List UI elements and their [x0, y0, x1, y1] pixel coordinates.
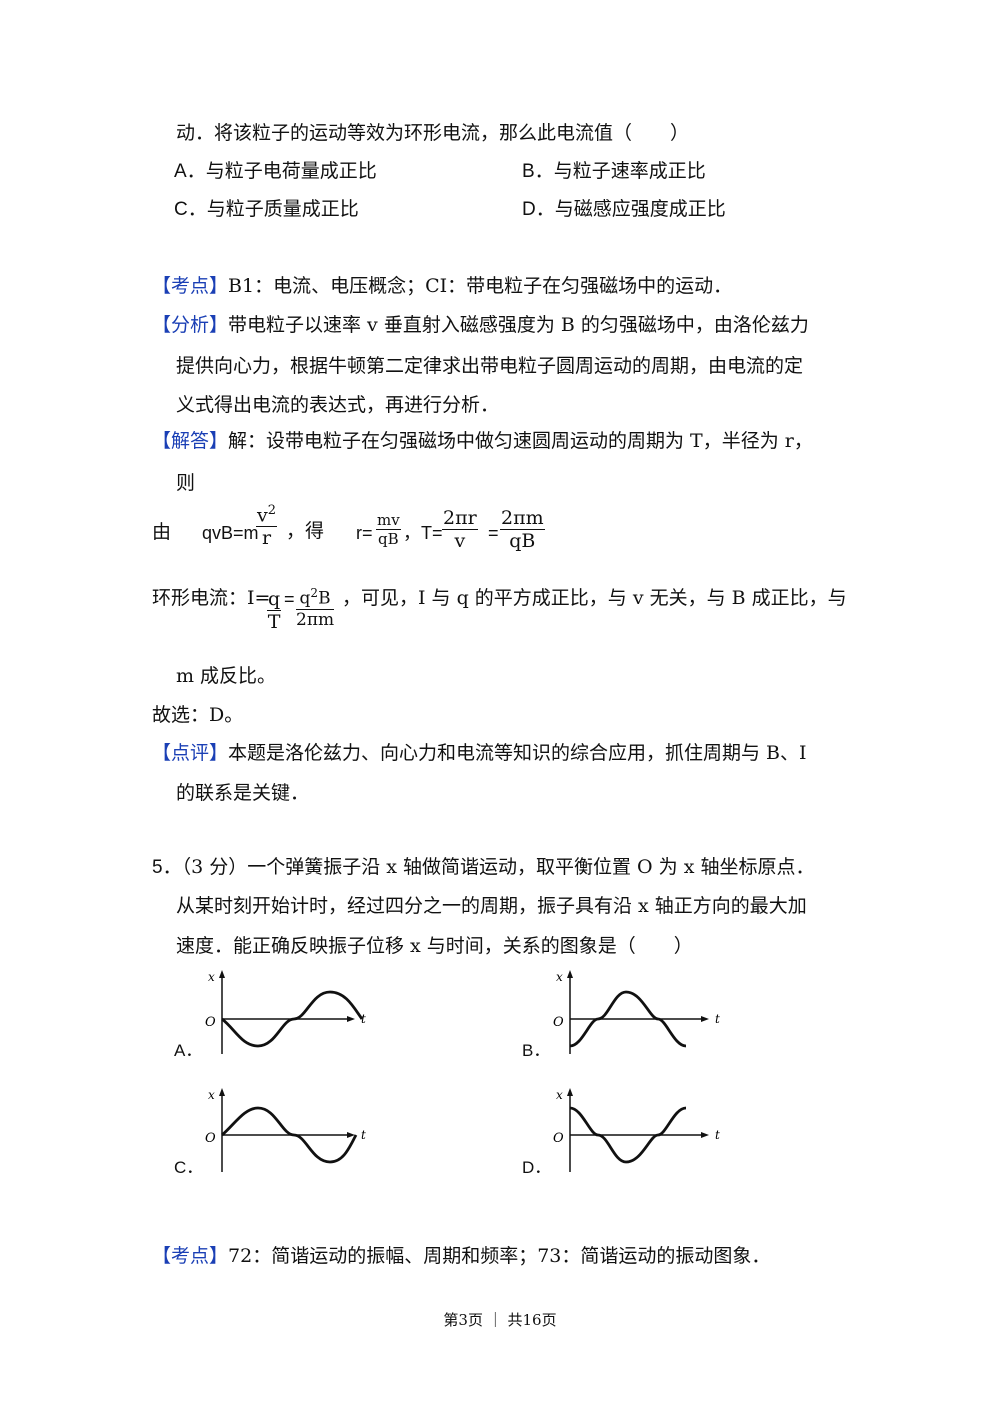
- axis-origin-label: O: [205, 1131, 216, 1146]
- axis-origin-label: O: [553, 1131, 564, 1146]
- jieda-tag: 【解答】: [152, 430, 229, 452]
- kaodian-tag: 【考点】: [152, 275, 229, 297]
- jieda-line-1: 【解答】解：设带电粒子在匀强磁场中做匀速圆周运动的周期为 T，半径为 r，: [152, 432, 813, 451]
- graph-c-label: C．: [174, 1158, 204, 1177]
- eq2-equals: =: [284, 589, 295, 609]
- q5-number: 5．: [152, 857, 182, 878]
- eq2-suffix: ，可见，I 与 q 的平方成正比，与 v 无关，与 B 成正比，与: [342, 587, 847, 609]
- axis-origin-label: O: [205, 1015, 216, 1030]
- graph-a-label: A．: [174, 1041, 203, 1060]
- graph-b-label: B．: [522, 1041, 551, 1060]
- fraction-v2-r: v2 r: [256, 503, 278, 550]
- option-letter: C．: [174, 199, 207, 220]
- graph-d-label: D．: [522, 1158, 552, 1177]
- axis-x-label: x: [556, 1088, 563, 1102]
- fraction-2pir-v: 2πr v: [442, 507, 478, 552]
- fraction-q2b-2pim: q2B 2πm: [296, 586, 335, 630]
- jieda-line-2: 则: [176, 472, 196, 494]
- fraction-2pim-qb: 2πm qB: [500, 507, 545, 552]
- page-footer: 第3页 ｜ 共16页: [443, 1311, 557, 1329]
- dianping-line-2: 的联系是关键．: [176, 782, 310, 804]
- answer-line: 故选：D。: [152, 704, 244, 726]
- axis-t-label: t: [715, 1128, 720, 1142]
- fenxi-tag: 【分析】: [152, 314, 229, 336]
- eq-r: r=: [356, 523, 373, 543]
- graph-b: x O t: [548, 968, 738, 1062]
- fenxi-line-1: 【分析】带电粒子以速率 v 垂直射入磁感强度为 B 的匀强磁场中，由洛伦兹力: [152, 316, 809, 335]
- fenxi-text: 带电粒子以速率 v 垂直射入磁感强度为 B 的匀强磁场中，由洛伦兹力: [228, 314, 809, 336]
- q4-stem: 动．将该粒子的运动等效为环形电流，那么此电流值（ ）: [176, 122, 690, 144]
- q5-stem: （3 分）一个弹簧振子沿 x 轴做简谐运动，取平衡位置 O 为 x 轴坐标原点．: [181, 856, 815, 878]
- axis-origin-label: O: [553, 1015, 564, 1030]
- fenxi-line-2: 提供向心力，根据牛顿第二定律求出带电粒子圆周运动的周期，由电流的定: [176, 355, 804, 377]
- option-text: 与粒子质量成正比: [206, 198, 359, 220]
- eq-t: ，T=: [403, 523, 443, 543]
- kaodian-line: 【考点】B1：电流、电压概念；CI：带电粒子在匀强磁场中的运动．: [152, 277, 732, 296]
- axis-t-label: t: [715, 1012, 720, 1026]
- eq-equals: =: [488, 523, 499, 543]
- option-c: C．与粒子质量成正比: [174, 198, 359, 220]
- axis-x-label: x: [208, 1088, 215, 1102]
- graph-c: x O t: [200, 1086, 390, 1180]
- dianping-line-1: 【点评】本题是洛伦兹力、向心力和电流等知识的综合应用，抓住周期与 B、I: [152, 744, 807, 763]
- eq-de: ，得: [286, 520, 325, 542]
- fenxi-line-3: 义式得出电流的表达式，再进行分析．: [176, 394, 500, 416]
- option-letter: A．: [174, 161, 206, 182]
- eq2-prefix: 环形电流：I=: [152, 587, 271, 609]
- axis-x-label: x: [208, 970, 215, 984]
- kaodian-tag: 【考点】: [152, 1245, 229, 1267]
- option-text: 与粒子速率成正比: [553, 160, 706, 182]
- option-letter: D．: [522, 199, 555, 220]
- option-a: A．与粒子电荷量成正比: [174, 160, 377, 182]
- kaodian-text: B1：电流、电压概念；CI：带电粒子在匀强磁场中的运动．: [228, 275, 733, 297]
- option-d: D．与磁感应强度成正比: [522, 198, 726, 220]
- q5-line-1: 5．（3 分）一个弹簧振子沿 x 轴做简谐运动，取平衡位置 O 为 x 轴坐标原…: [152, 856, 815, 878]
- axis-x-label: x: [556, 970, 563, 984]
- option-text: 与粒子电荷量成正比: [205, 160, 377, 182]
- option-text: 与磁感应强度成正比: [554, 198, 726, 220]
- kaodian-text: 72：简谐运动的振幅、周期和频率；73：简谐运动的振动图象．: [228, 1245, 771, 1267]
- dianping-tag: 【点评】: [152, 742, 229, 764]
- q5-line-3: 速度．能正确反映振子位移 x 与时间，关系的图象是（ ）: [176, 935, 693, 957]
- option-b: B．与粒子速率成正比: [522, 160, 706, 182]
- axis-t-label: t: [361, 1128, 366, 1142]
- eq-you: 由: [152, 521, 172, 543]
- option-letter: B．: [522, 161, 554, 182]
- jieda-text: 解：设带电粒子在匀强磁场中做匀速圆周运动的周期为 T，半径为 r，: [228, 430, 813, 452]
- dianping-text: 本题是洛伦兹力、向心力和电流等知识的综合应用，抓住周期与 B、I: [228, 742, 807, 764]
- q5-line-2: 从某时刻开始计时，经过四分之一的周期，振子具有沿 x 轴正方向的最大加: [176, 895, 807, 917]
- eq-lhs: qvB=m: [202, 523, 259, 543]
- q5-kaodian-line: 【考点】72：简谐运动的振幅、周期和频率；73：简谐运动的振动图象．: [152, 1247, 770, 1266]
- eq2-continuation: m 成反比。: [176, 665, 277, 687]
- graph-d: x O t: [548, 1086, 738, 1180]
- fraction-mv-qb: mv qB: [376, 511, 401, 548]
- axis-t-label: t: [361, 1012, 366, 1026]
- fraction-q-t: q T: [267, 588, 282, 633]
- graph-a: x O t: [200, 968, 390, 1062]
